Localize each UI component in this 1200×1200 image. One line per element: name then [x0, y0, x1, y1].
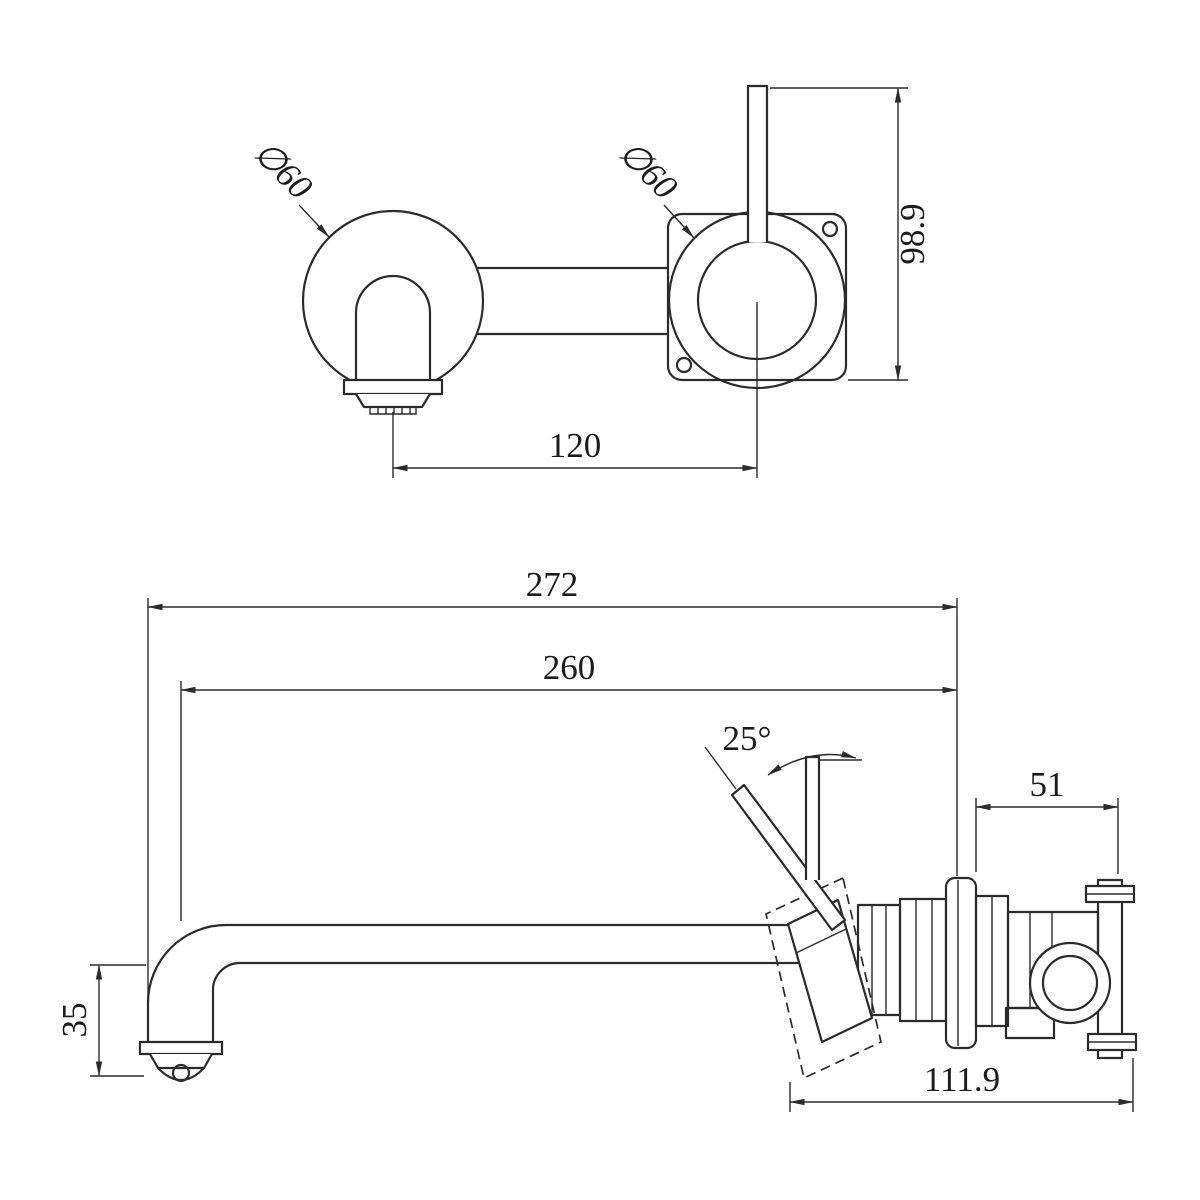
handle-side [730, 755, 882, 1080]
plate-screw-bottom [675, 356, 693, 374]
dim-drop-label: 35 [55, 1003, 94, 1038]
spout-tube [146, 923, 802, 1044]
dim-angle: 25° [704, 719, 862, 790]
dia-right-label: ∅60 [611, 133, 685, 207]
body-grooves [871, 899, 933, 1021]
spout-front [301, 209, 485, 415]
dim-reach: 260 [180, 648, 958, 921]
spout-cap [342, 378, 444, 396]
spout-outlet-dome [156, 1066, 206, 1082]
dim-overall-label: 272 [526, 565, 579, 604]
spout-outlet-tip [171, 1063, 191, 1083]
spout-side [138, 923, 802, 1083]
handle-base-cone [786, 898, 874, 1044]
dim-trim-depth-witness [975, 798, 1119, 874]
dim-height-label: 98.9 [893, 203, 932, 264]
dim-angle-label: 25° [723, 719, 772, 758]
body-side [856, 876, 1138, 1060]
dim-height: 98.9 [770, 87, 932, 381]
dim-reach-label: 260 [543, 648, 596, 687]
handle-swing-phantom [765, 876, 882, 1080]
handle-lever-tilted [730, 783, 847, 932]
dim-diameter-left: ∅60 [246, 133, 330, 238]
dim-diameter-right: ∅60 [611, 133, 695, 239]
dim-drop: 35 [55, 964, 146, 1077]
dim-overall: 272 [147, 565, 958, 1000]
front-view: ∅60 ∅60 98.9 120 [246, 84, 932, 478]
handle-base-detail [795, 928, 847, 954]
dim-body-length: 111.9 [789, 1058, 1134, 1112]
spout-aerator [355, 393, 431, 409]
dim-angle-ext-lever [704, 746, 737, 790]
dia-left-label: ∅60 [246, 133, 320, 207]
spout-escutcheon-circle [301, 209, 485, 393]
dim-centres-label: 120 [549, 426, 602, 465]
dim-angle-arc [767, 751, 857, 776]
dim-trim-depth-label: 51 [1030, 765, 1065, 804]
dia-left-leader [298, 204, 330, 238]
inlet-nut-inner [1041, 954, 1099, 1012]
dim-body-length-label: 111.9 [924, 1060, 1000, 1099]
handle-stem-front [746, 84, 769, 242]
dim-overall-witness [147, 598, 958, 1000]
wall-flange [944, 876, 978, 1050]
plate-screw-top [821, 220, 839, 238]
valve-lower-block [1004, 1006, 1056, 1040]
body-ring-b [898, 897, 948, 1023]
spout-arch [354, 274, 432, 382]
connector-bar [475, 266, 670, 336]
dim-trim-depth: 51 [975, 765, 1119, 874]
spout-outlet-flange [138, 1040, 224, 1056]
dia-right-leader [663, 204, 695, 239]
handle-stem-upright [804, 755, 821, 880]
dim-centres: 120 [392, 302, 758, 478]
inlet-nut-outer [1028, 941, 1112, 1025]
side-view: 272 260 35 [55, 565, 1138, 1112]
mixer-front [666, 84, 848, 390]
dim-height-witness [770, 87, 908, 381]
spout-outlet-aerator [149, 1053, 213, 1070]
